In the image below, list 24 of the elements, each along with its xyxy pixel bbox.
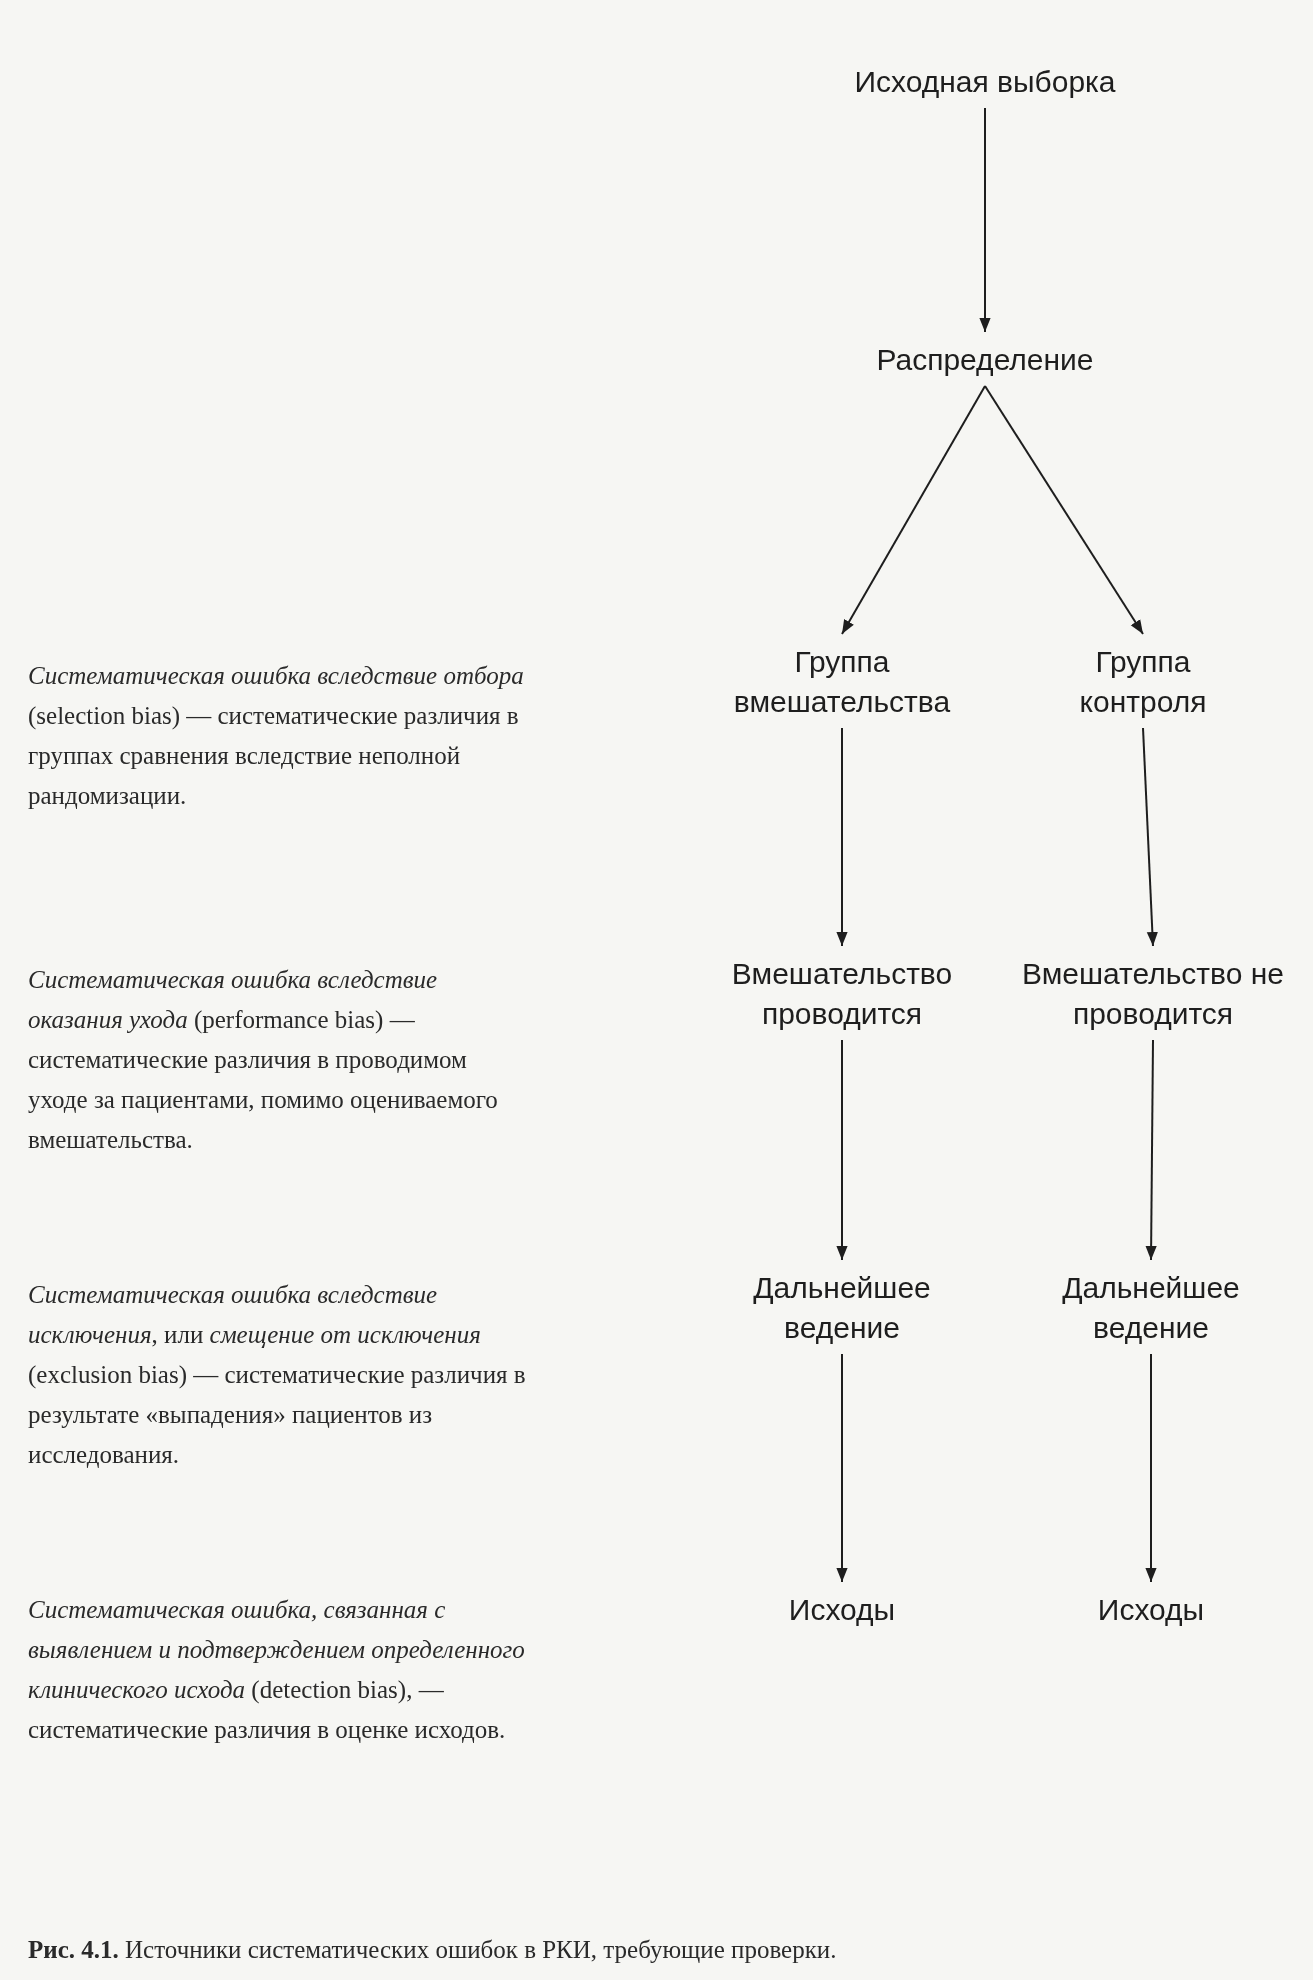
flow-step-text: Вмешательство не проводится	[1008, 954, 1298, 1034]
flow-step-text: Группа вмешательства	[697, 642, 987, 722]
note-text: Систематическая ошибка вследствие отбора (selection bias) — систематические различия в группах сравнения вследствие неполной рандомизации.	[28, 661, 525, 811]
note-text: Систематическая ошибка вследствие оказания ухода (performance bias) — систематические различия в проводимом уходе за пациентами, помимо оцениваемого вмешательства.	[28, 965, 499, 1155]
arrow	[979, 107, 991, 333]
flow-step-text: Исходная выборка	[825, 62, 1145, 102]
figure-caption: Рис. 4.1. Источники систематических ошибок в РКИ, требующие проверки.	[28, 1936, 838, 1964]
note-text: Систематическая ошибка, связанная с выявлением и подтверждением определенного клинического исхода (detection bias), — систематические различия в оценке исходов.	[28, 1595, 526, 1745]
arrow	[1142, 727, 1158, 947]
arrow	[836, 1039, 848, 1261]
arrow	[841, 385, 986, 635]
arrow	[984, 385, 1144, 635]
arrow	[1145, 1039, 1157, 1261]
flow-step-text: Группа контроля	[1033, 642, 1253, 722]
arrow	[836, 727, 848, 947]
arrow	[1145, 1353, 1157, 1583]
flow-step-text: Дальнейшее ведение	[1041, 1268, 1261, 1348]
flow-step-text: Вмешательство проводится	[697, 954, 987, 1034]
flow-step-text: Распределение	[835, 340, 1135, 380]
flow-step-text: Исходы	[1051, 1590, 1251, 1630]
arrow	[836, 1353, 848, 1583]
flow-step-text: Исходы	[742, 1590, 942, 1630]
flow-step-text: Дальнейшее ведение	[732, 1268, 952, 1348]
note-text: Систематическая ошибка вследствие исключения, или смещение от исключения (exclusion bias) — систематические различия в результате «выпадения» пациентов из исследования.	[28, 1280, 527, 1470]
